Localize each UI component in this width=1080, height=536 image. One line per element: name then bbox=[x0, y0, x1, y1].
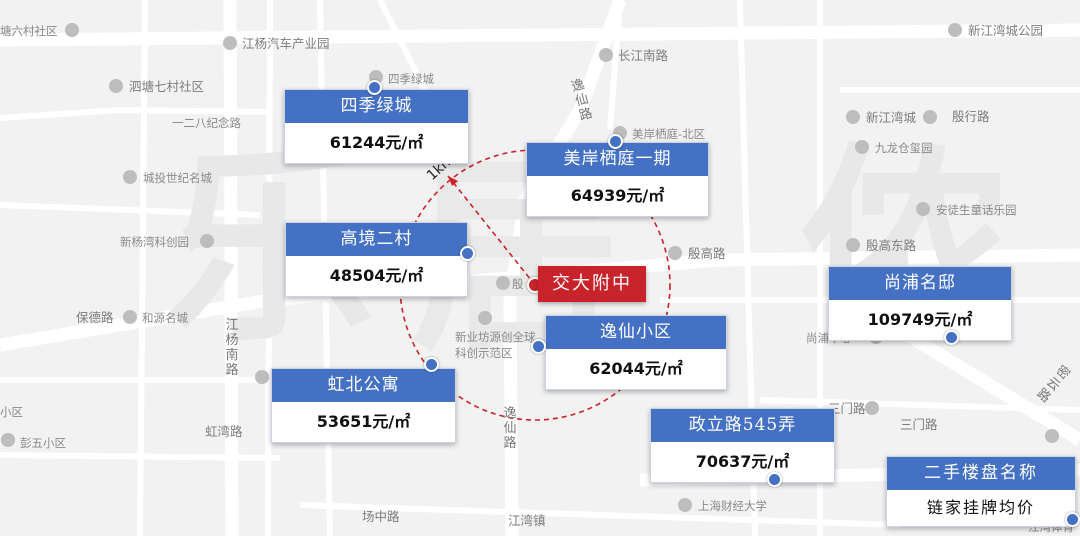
map-label-meian-north: 美岸栖庭-北区 bbox=[632, 127, 706, 141]
map-label-yin-station: 殷 bbox=[512, 277, 524, 291]
road-label-jiangyang: 江杨南路 bbox=[225, 318, 239, 378]
map-label-xinjiangwan-park: 新江湾城公园 bbox=[968, 23, 1044, 38]
listing-price: 61244元/㎡ bbox=[329, 133, 424, 152]
map-label-tangliu: 塘六村社区 bbox=[0, 24, 58, 38]
listing-card[interactable]: 虹北公寓 53651元/㎡ bbox=[271, 368, 456, 443]
location-marker-icon[interactable] bbox=[460, 246, 475, 261]
map-label-siji: 四季绿城 bbox=[388, 72, 434, 86]
map-label-changzhong-road: 场中路 bbox=[362, 509, 400, 524]
listing-name: 高境二村 bbox=[286, 223, 467, 256]
listing-price: 62044元/㎡ bbox=[589, 359, 683, 378]
map-label-xiaoqu: 小区 bbox=[0, 405, 23, 419]
listing-name: 政立路545弄 bbox=[651, 409, 834, 442]
map-label-sanmen-road-2: 三门路 bbox=[900, 417, 938, 432]
location-marker-icon[interactable] bbox=[944, 330, 959, 345]
map-label-heyuan: 和源名城 bbox=[142, 311, 188, 325]
listing-card[interactable]: 高境二村 48504元/㎡ bbox=[285, 222, 468, 297]
listing-name: 尚浦名邸 bbox=[829, 267, 1011, 300]
road-label-yixian-south: 逸仙路 bbox=[503, 406, 517, 451]
map-label-yinxing-road: 殷行路 bbox=[952, 109, 990, 124]
listing-card[interactable]: 逸仙小区 62044元/㎡ bbox=[545, 315, 727, 390]
map-label-baode-road: 保德路 bbox=[76, 310, 114, 325]
map-label-xinjiangwancheng: 新江湾城 bbox=[866, 110, 917, 125]
map-label-jiangwan-town: 江湾镇 bbox=[508, 513, 546, 528]
map-label-hongwan-road: 虹湾路 bbox=[205, 424, 243, 439]
listing-card[interactable]: 四季绿城 61244元/㎡ bbox=[284, 89, 469, 164]
listing-price: 48504元/㎡ bbox=[329, 266, 424, 285]
location-marker-icon[interactable] bbox=[367, 80, 382, 95]
legend-marker-icon bbox=[1065, 512, 1080, 527]
listing-price: 70637元/㎡ bbox=[695, 452, 790, 471]
map-label-xinyefang-1: 新业坊源创全球 bbox=[455, 330, 536, 344]
listing-card[interactable]: 政立路545弄 70637元/㎡ bbox=[650, 408, 835, 483]
listing-card[interactable]: 尚浦名邸 109749元/㎡ bbox=[828, 266, 1012, 341]
center-school-label[interactable]: 交大附中 bbox=[538, 266, 646, 302]
map-label-chengtou: 城投世纪名城 bbox=[143, 171, 212, 185]
map-label-andersen: 安徒生童话乐园 bbox=[936, 203, 1017, 217]
map-label-xinyefang-2: 科创示范区 bbox=[455, 346, 513, 360]
map-label-1288-road: 一二八纪念路 bbox=[172, 116, 241, 130]
map-label-sitang7: 泗塘七村社区 bbox=[129, 79, 205, 94]
location-marker-icon[interactable] bbox=[531, 339, 546, 354]
listing-name: 虹北公寓 bbox=[272, 369, 455, 402]
legend-title: 二手楼盘名称 bbox=[887, 457, 1075, 490]
map-label-yingao-road: 殷高路 bbox=[688, 246, 726, 261]
map-label-yingao-east: 殷高东路 bbox=[866, 238, 917, 253]
listing-price: 109749元/㎡ bbox=[867, 310, 973, 329]
map-label-xinyangwan: 新杨湾科创园 bbox=[120, 235, 189, 249]
listing-name: 四季绿城 bbox=[285, 90, 468, 123]
map-label-pengwu: 彭五小区 bbox=[20, 436, 66, 450]
map-label-jiulong: 九龙仓玺园 bbox=[875, 141, 933, 155]
listing-name: 逸仙小区 bbox=[546, 316, 726, 349]
location-marker-icon[interactable] bbox=[767, 472, 782, 487]
location-marker-icon[interactable] bbox=[608, 134, 623, 149]
location-marker-icon[interactable] bbox=[424, 357, 439, 372]
map-label-jiangyang-auto: 江杨汽车产业园 bbox=[242, 36, 330, 51]
map-label-sanmen-road-1: 三门路 bbox=[828, 401, 866, 416]
map-label-changjiang-nanlu: 长江南路 bbox=[618, 48, 669, 63]
listing-price: 64939元/㎡ bbox=[570, 186, 665, 205]
listing-card[interactable]: 美岸栖庭一期 64939元/㎡ bbox=[526, 142, 709, 217]
map-label-sufe: 上海财经大学 bbox=[698, 499, 767, 513]
legend-subtitle: 链家挂牌均价 bbox=[926, 498, 1035, 517]
listing-price: 53651元/㎡ bbox=[316, 412, 411, 431]
legend-box: 二手楼盘名称 链家挂牌均价 bbox=[886, 456, 1076, 527]
